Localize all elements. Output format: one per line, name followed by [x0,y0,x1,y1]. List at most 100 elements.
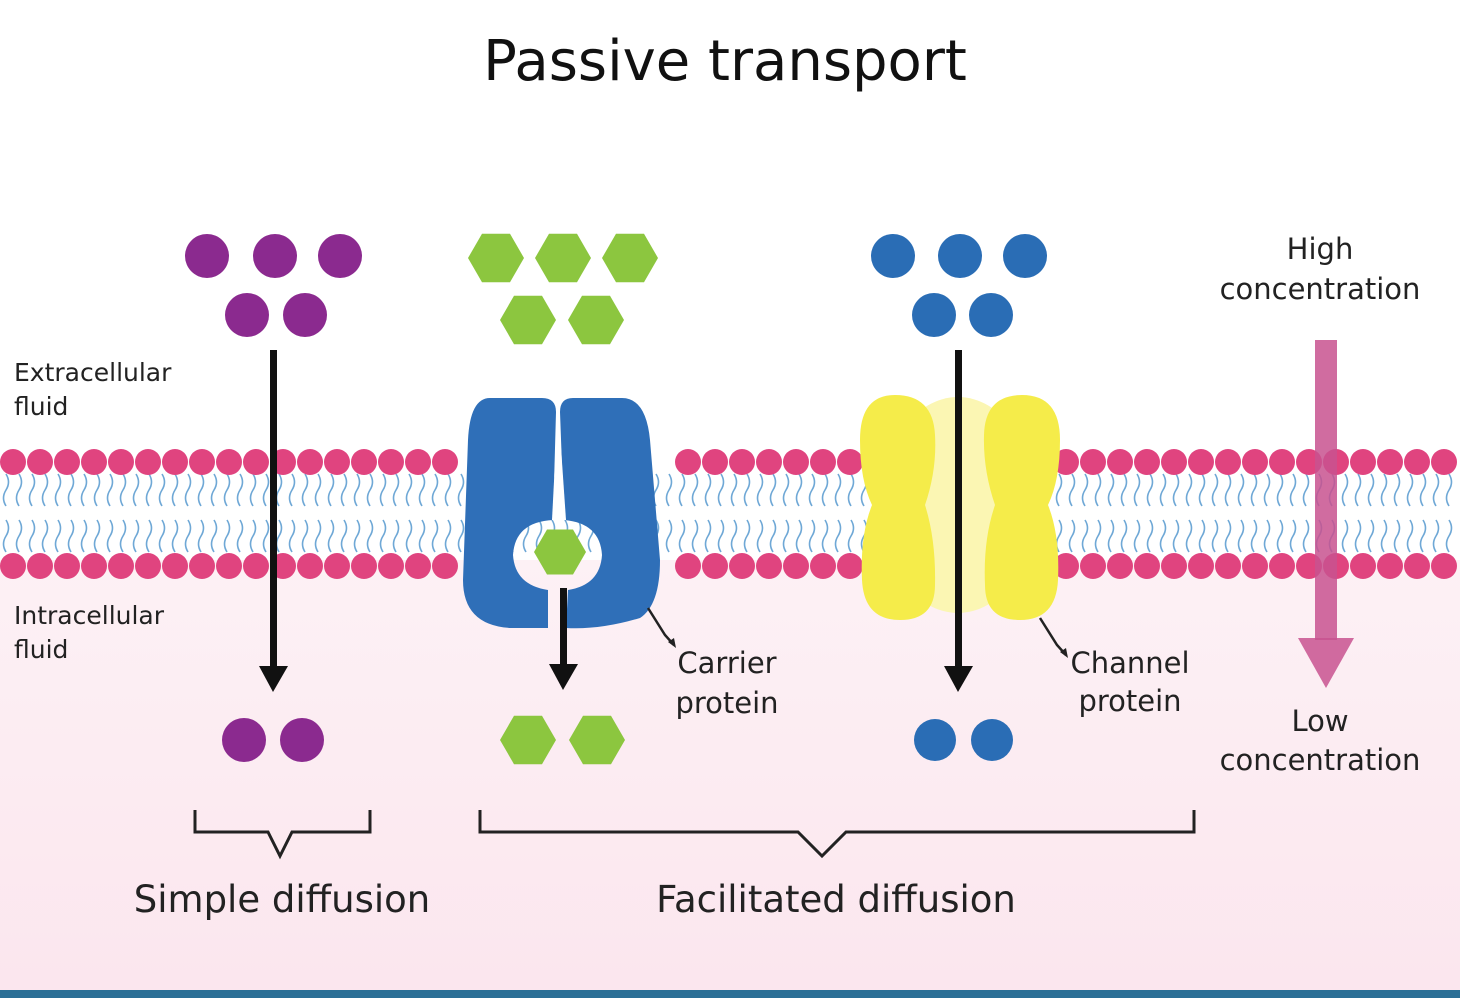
lipid-tail [340,519,348,553]
phospholipid-head [729,449,755,475]
svg-text:concentration: concentration [1220,272,1421,306]
lipid-tail [1406,473,1414,507]
phospholipid-head [189,553,215,579]
phospholipid-head [324,553,350,579]
lipid-tail [1341,519,1349,553]
lipid-tail [223,519,231,553]
phospholipid-head [1134,449,1160,475]
lipid-tail [1133,519,1141,553]
lipid-tail [210,473,218,507]
lipid-tail [119,519,127,553]
lipid-tail [288,473,296,507]
phospholipid-head [405,449,431,475]
lipid-tail [15,519,23,553]
phospholipid-head [243,553,269,579]
phospholipid-head [135,553,161,579]
phospholipid-head [162,553,188,579]
simple-diffusion-brace [193,810,372,860]
blue-molecule [871,234,915,278]
lipid-tail [1380,519,1388,553]
lipid-tail [756,473,764,507]
lipid-tail [821,519,829,553]
phospholipid-head [108,553,134,579]
phospholipid-head [1107,449,1133,475]
phospholipid-head [1269,553,1295,579]
lipid-tail [1445,519,1453,553]
phospholipid-head [1161,553,1187,579]
svg-text:High: High [1287,232,1354,266]
svg-text:protein: protein [1078,684,1181,718]
lipid-tail [1146,519,1154,553]
phospholipid-head [54,449,80,475]
phospholipid-head [432,449,458,475]
lipid-tail [665,519,673,553]
phospholipid-head [1404,449,1430,475]
carrier-protein-right-half [560,398,660,629]
lipid-tail [1107,473,1115,507]
lipid-tail [1445,473,1453,507]
purple-molecule [253,234,297,278]
purple-molecule [185,234,229,278]
lipid-tail [808,519,816,553]
lipid-tail [457,519,465,553]
lipid-tail [769,473,777,507]
phospholipid-head [1269,449,1295,475]
phospholipid-head [783,449,809,475]
phospholipid-head [1350,553,1376,579]
phospholipid-head [837,449,863,475]
lipid-tail [717,519,725,553]
channel-protein-left-subunit [860,395,936,620]
lipid-tail [678,473,686,507]
lipid-tail [1172,519,1180,553]
intracellular-fluid-label: Intracellular fluid [14,601,165,664]
green-molecule [500,715,556,765]
lipid-tail [1250,473,1258,507]
lipid-tail [314,519,322,553]
intracellular-background [0,560,1460,990]
lipid-tail [1354,473,1362,507]
svg-text:Carrier: Carrier [677,646,776,680]
carrier-protein-label: Carrier protein [675,646,778,720]
lipid-tail [145,473,153,507]
lipid-tail [184,473,192,507]
lipid-tail [1224,519,1232,553]
blue-molecules-extracellular [871,234,1047,337]
lipid-tail [80,473,88,507]
lipid-tail [54,473,62,507]
lipid-tail [106,519,114,553]
lipid-tail [197,473,205,507]
lipid-tail [847,473,855,507]
lipid-tail [834,473,842,507]
phospholipid-head [1242,449,1268,475]
lipid-tail [1081,473,1089,507]
lipid-tail [1263,519,1271,553]
purple-molecule [318,234,362,278]
lipid-tail [197,519,205,553]
lipid-tail [28,519,36,553]
phospholipid-head [702,449,728,475]
green-molecule [602,233,658,283]
lipid-tail [28,473,36,507]
phospholipid-head [297,449,323,475]
lipid-tail [444,519,452,553]
phospholipid-head [54,553,80,579]
lipid-tail [301,519,309,553]
lipid-tail [1380,473,1388,507]
purple-molecules-extracellular [185,234,362,337]
lipid-tail [1289,473,1297,507]
phospholipid-head [189,449,215,475]
phospholipid-head [0,553,26,579]
lipid-tail [1406,519,1414,553]
facilitated-diffusion-label: Facilitated diffusion [656,878,1016,921]
lipid-tail [15,473,23,507]
lipid-tail [795,473,803,507]
lipid-tail [1302,519,1310,553]
phospholipid-head [351,553,377,579]
lipid-tail [1302,473,1310,507]
lipid-tail [704,519,712,553]
lipid-tail [158,519,166,553]
green-molecule [535,233,591,283]
phospholipid-head [243,449,269,475]
lipid-tail [249,473,257,507]
